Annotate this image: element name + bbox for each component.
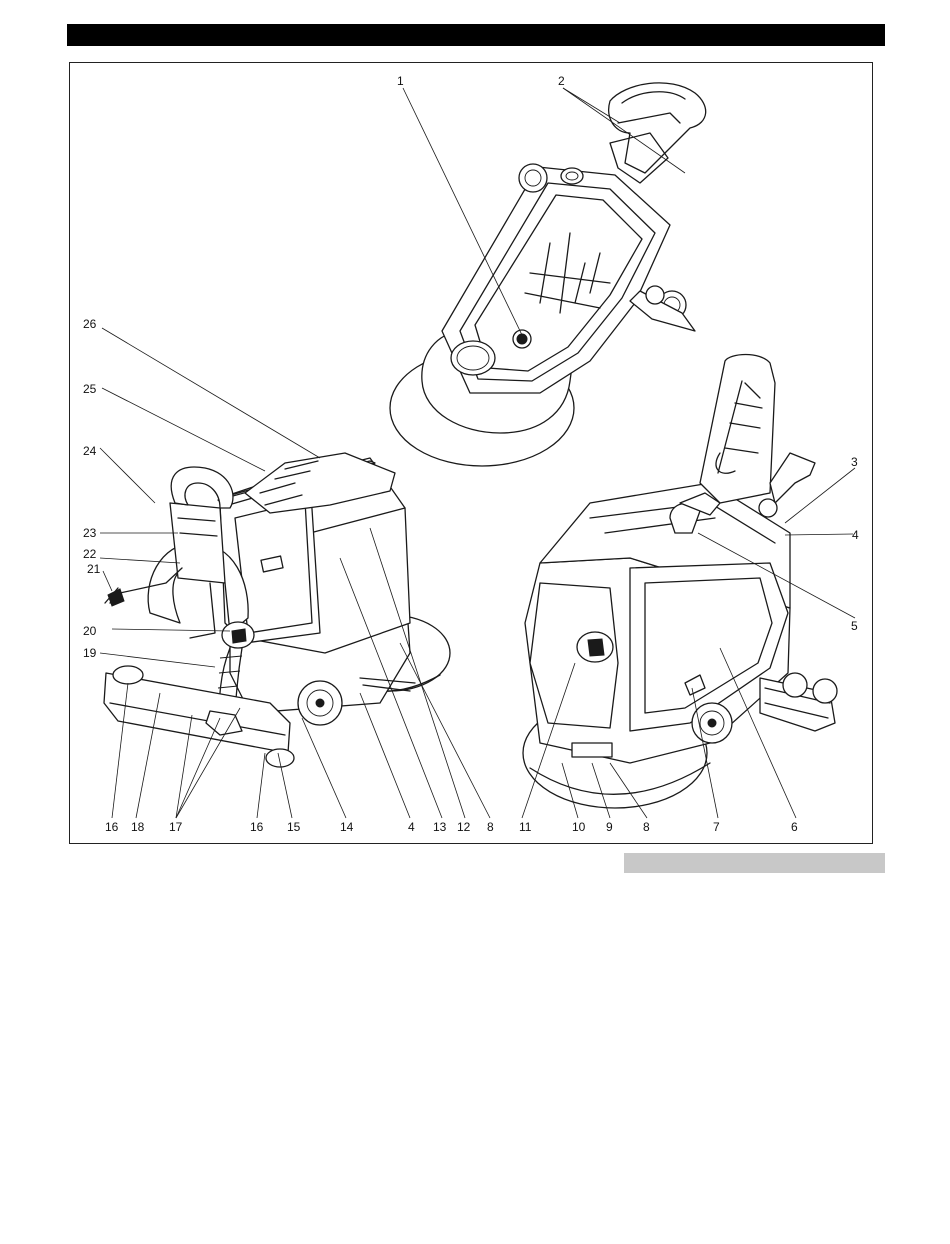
drain-filter-1 [517, 334, 527, 344]
callout-17: 17 [169, 820, 183, 834]
handle-top [609, 83, 706, 173]
open-lid-right [700, 355, 775, 504]
callout-4-right: 4 [852, 528, 859, 542]
callout-25: 25 [83, 382, 97, 396]
header-bar [67, 24, 885, 46]
figure-frame: 1 2 3 4 5 26 25 24 23 22 21 20 19 16 18 … [69, 62, 873, 844]
callout-16-left: 16 [105, 820, 119, 834]
callout-14: 14 [340, 820, 354, 834]
callout-13: 13 [433, 820, 447, 834]
callout-22: 22 [83, 547, 97, 561]
callout-1: 1 [397, 74, 404, 88]
callout-2: 2 [558, 74, 565, 88]
callout-10: 10 [572, 820, 586, 834]
squeegee-wheel-left-b [266, 749, 294, 767]
callout-9: 9 [606, 820, 613, 834]
callout-7: 7 [713, 820, 720, 834]
callout-23: 23 [83, 526, 97, 540]
callout-19: 19 [83, 646, 97, 660]
callout-12: 12 [457, 820, 471, 834]
callout-15: 15 [287, 820, 301, 834]
callout-20: 20 [83, 624, 97, 638]
caption-bar [624, 853, 885, 873]
callout-18: 18 [131, 820, 145, 834]
callout-5: 5 [851, 619, 858, 633]
wheel-top-left [519, 164, 547, 192]
callout-11: 11 [519, 820, 532, 834]
callout-8-right: 8 [643, 820, 650, 834]
callout-6: 6 [791, 820, 798, 834]
callout-4-bottom: 4 [408, 820, 415, 834]
callout-3: 3 [851, 455, 858, 469]
callout-26: 26 [83, 317, 97, 331]
callout-21: 21 [87, 562, 101, 576]
machine-left-view [104, 453, 450, 767]
squeegee-wheel-left-a [113, 666, 143, 684]
callout-8-left: 8 [487, 820, 494, 834]
callout-24: 24 [83, 444, 97, 458]
machine-top-view [390, 83, 706, 466]
machine-diagram: 1 2 3 4 5 26 25 24 23 22 21 20 19 16 18 … [70, 63, 874, 845]
callout-16-right: 16 [250, 820, 264, 834]
